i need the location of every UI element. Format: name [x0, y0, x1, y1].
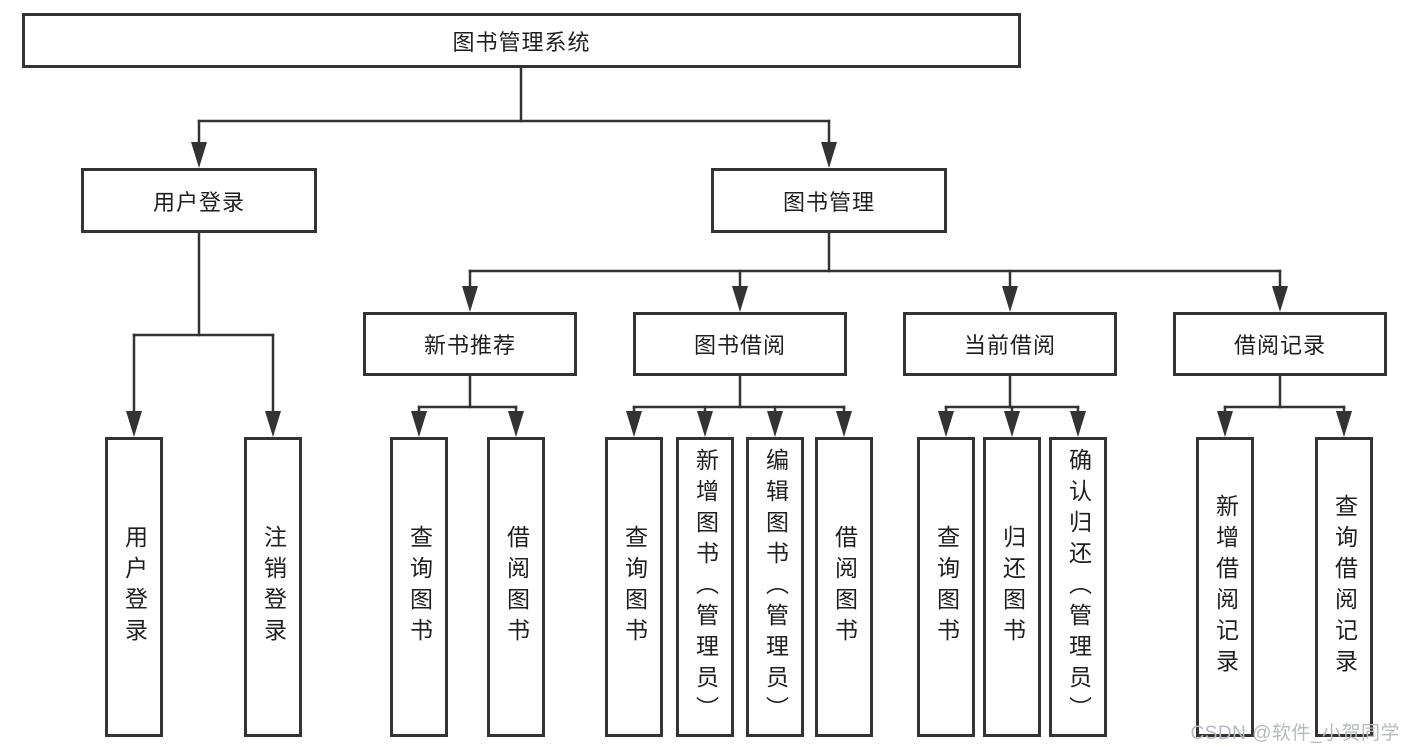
- node-book-management-system: 图书管理系统: [22, 13, 1021, 68]
- leaf-add-books-admin: 新增图书（管理员）: [676, 437, 734, 737]
- leaf-add-borrow-record: 新增借阅记录: [1196, 437, 1254, 737]
- node-new-book-recommend: 新书推荐: [363, 312, 577, 376]
- node-book-management: 图书管理: [711, 168, 947, 233]
- leaf-return-books: 归还图书: [983, 437, 1041, 737]
- leaf-borrow-books-borrowing: 借阅图书: [815, 437, 873, 737]
- leaf-edit-books-admin: 编辑图书（管理员）: [746, 437, 804, 737]
- leaf-borrow-books-recommend: 借阅图书: [487, 437, 545, 737]
- leaf-query-books-borrowing: 查询图书: [605, 437, 663, 737]
- leaf-query-borrow-record: 查询借阅记录: [1315, 437, 1373, 737]
- leaf-confirm-return-admin: 确认归还（管理员）: [1049, 437, 1107, 737]
- node-user-login: 用户登录: [81, 168, 317, 233]
- leaf-query-books-current: 查询图书: [917, 437, 975, 737]
- csdn-watermark: CSDN @软件_小贺同学: [1190, 723, 1400, 744]
- node-current-borrowing: 当前借阅: [903, 312, 1117, 376]
- leaf-logout: 注销登录: [244, 437, 302, 737]
- node-book-borrowing: 图书借阅: [633, 312, 847, 376]
- leaf-query-books-recommend: 查询图书: [390, 437, 448, 737]
- leaf-user-login: 用户登录: [105, 437, 163, 737]
- node-borrowing-records: 借阅记录: [1173, 312, 1387, 376]
